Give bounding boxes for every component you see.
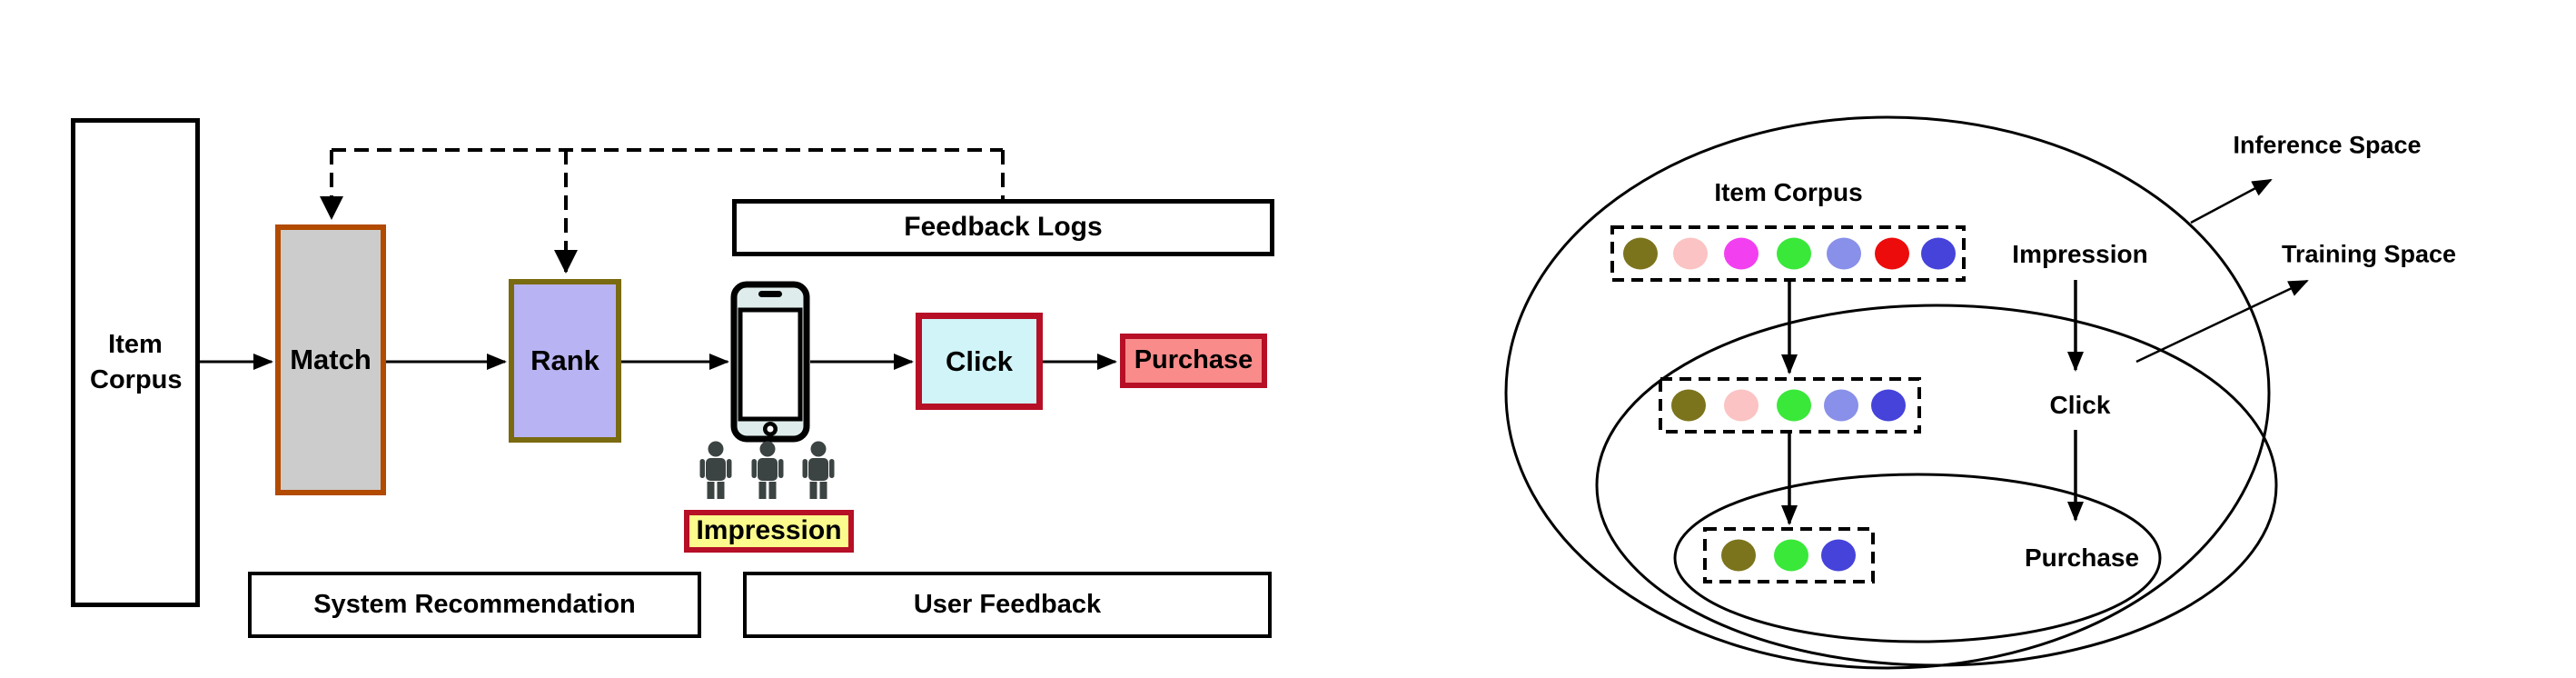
impression-box: Impression — [684, 510, 854, 553]
rank-label: Rank — [530, 344, 599, 377]
impression-label: Impression — [696, 515, 842, 546]
users-icons — [699, 441, 835, 499]
smartphone-icon — [730, 281, 810, 443]
spaces-click-label: Click — [2049, 391, 2111, 419]
item-dot — [1724, 237, 1759, 270]
purchase-box: Purchase — [1120, 334, 1267, 388]
phone-screen — [738, 307, 803, 422]
feedback-logs-box: Feedback Logs — [732, 199, 1274, 256]
user-feedback-box: User Feedback — [743, 572, 1272, 638]
person-icon — [699, 441, 732, 499]
item-corpus-set-box — [1610, 225, 1966, 282]
match-box: Match — [275, 224, 386, 495]
space-ellipses — [1504, 115, 2278, 670]
person-icon — [751, 441, 784, 499]
system-recommendation-label: System Recommendation — [313, 589, 636, 619]
item-dot — [1721, 539, 1756, 572]
item-dot — [1921, 237, 1956, 270]
item-dot — [1871, 389, 1906, 422]
training-space-label: Training Space — [2281, 240, 2457, 268]
phone-speaker — [758, 291, 782, 297]
item-dot — [1777, 389, 1811, 422]
item-dot — [1724, 389, 1759, 422]
item-dot — [1827, 237, 1861, 270]
item-corpus-label: Item Corpus — [90, 329, 183, 394]
spaces-purchase-label: Purchase — [2024, 543, 2140, 572]
item-corpus-dots — [1623, 237, 1956, 270]
item-corpus-box: Item Corpus — [71, 118, 200, 607]
click-label: Click — [945, 344, 1014, 377]
item-dot — [1821, 539, 1856, 572]
training-space-ellipse — [1595, 304, 2278, 667]
feedback-logs-label: Feedback Logs — [904, 212, 1103, 243]
inference-space-ellipse — [1504, 115, 2271, 670]
space-arrows — [1781, 280, 2084, 525]
space-callout-arrows — [2135, 178, 2309, 364]
arrow-to-training-space — [2135, 279, 2309, 364]
item-dot — [1774, 539, 1808, 572]
user-feedback-label: User Feedback — [913, 589, 1102, 619]
feedback-dashed-path — [320, 148, 1005, 274]
match-label: Match — [290, 344, 372, 376]
clicked-dots — [1721, 539, 1856, 572]
person-icon — [802, 441, 835, 499]
item-dot — [1875, 237, 1909, 270]
click-box: Click — [916, 313, 1043, 410]
rank-box: Rank — [509, 279, 621, 443]
phone-home-button-center — [767, 425, 774, 433]
item-dot — [1671, 389, 1706, 422]
item-dot — [1623, 237, 1658, 270]
item-set-dashed-boxes — [1610, 225, 1966, 583]
impressed-dots — [1671, 389, 1906, 422]
item-dot — [1824, 389, 1858, 422]
impressed-set-box — [1659, 377, 1921, 434]
spaces-item-corpus-label: Item Corpus — [1714, 178, 1863, 206]
system-recommendation-box: System Recommendation — [248, 572, 701, 638]
purchase-space-ellipse — [1673, 473, 2162, 643]
item-dot — [1673, 237, 1708, 270]
item-dot — [1777, 237, 1811, 270]
inference-space-label: Inference Space — [2233, 131, 2422, 159]
clicked-set-box — [1703, 527, 1875, 583]
purchase-label: Purchase — [1134, 345, 1253, 375]
arrow-to-inference-space — [2190, 178, 2273, 224]
spaces-impression-label: Impression — [2012, 240, 2148, 268]
